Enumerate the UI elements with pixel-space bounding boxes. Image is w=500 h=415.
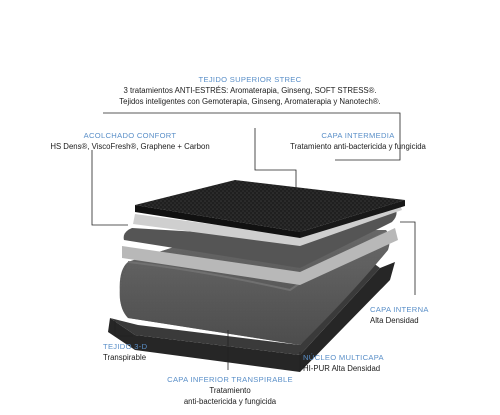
label-title: NÚCLEO MULTICAPA bbox=[303, 353, 384, 362]
label-text: anti-bactericida y fungicida bbox=[183, 397, 277, 406]
label-capa-intermedia: CAPA INTERMEDIA Tratamiento anti-bacteri… bbox=[258, 130, 458, 152]
label-text: Tejidos inteligentes con Gemoterapia, Gi… bbox=[119, 97, 381, 106]
label-title: CAPA INFERIOR TRANSPIRABLE bbox=[167, 375, 293, 384]
label-capa-interna: CAPA INTERNA Alta Densidad bbox=[370, 304, 490, 326]
layer-capa-interna bbox=[122, 228, 398, 285]
label-tejido-superior: TEJIDO SUPERIOR STREC 3 tratamientos ANT… bbox=[50, 74, 450, 107]
label-text: Tratamiento bbox=[209, 386, 251, 395]
leader-capa-intermedia bbox=[254, 128, 297, 213]
label-capa-inferior: CAPA INFERIOR TRANSPIRABLE Tratamiento a… bbox=[140, 374, 320, 407]
leader-acolchado bbox=[91, 150, 128, 226]
label-text: Transpirable bbox=[103, 353, 147, 362]
label-title: CAPA INTERMEDIA bbox=[321, 131, 395, 140]
label-nucleo: NÚCLEO MULTICAPA HI-PUR Alta Densidad bbox=[303, 352, 453, 374]
label-acolchado: ACOLCHADO CONFORT HS Dens®, ViscoFresh®,… bbox=[20, 130, 240, 152]
leader-tejido-3d bbox=[114, 320, 133, 337]
label-title: TEJIDO SUPERIOR STREC bbox=[198, 75, 302, 84]
leader-capa-interna bbox=[400, 221, 416, 295]
leader-tejido-superior bbox=[103, 112, 401, 161]
label-text: HS Dens®, ViscoFresh®, Graphene + Carbon bbox=[50, 142, 210, 151]
label-title: ACOLCHADO CONFORT bbox=[83, 131, 177, 140]
leader-lines bbox=[91, 112, 416, 370]
label-text: Alta Densidad bbox=[370, 316, 419, 325]
label-tejido-3d: TEJIDO 3-D Transpirable bbox=[103, 341, 203, 363]
label-title: CAPA INTERNA bbox=[370, 305, 429, 314]
label-text: Tratamiento anti-bactericida y fungicida bbox=[290, 142, 426, 151]
label-text: HI-PUR Alta Densidad bbox=[303, 364, 381, 373]
label-title: TEJIDO 3-D bbox=[103, 342, 148, 351]
label-text: 3 tratamientos ANTI-ESTRÉS: Aromaterapia… bbox=[123, 86, 377, 95]
layer-tejido-superior bbox=[135, 180, 405, 238]
